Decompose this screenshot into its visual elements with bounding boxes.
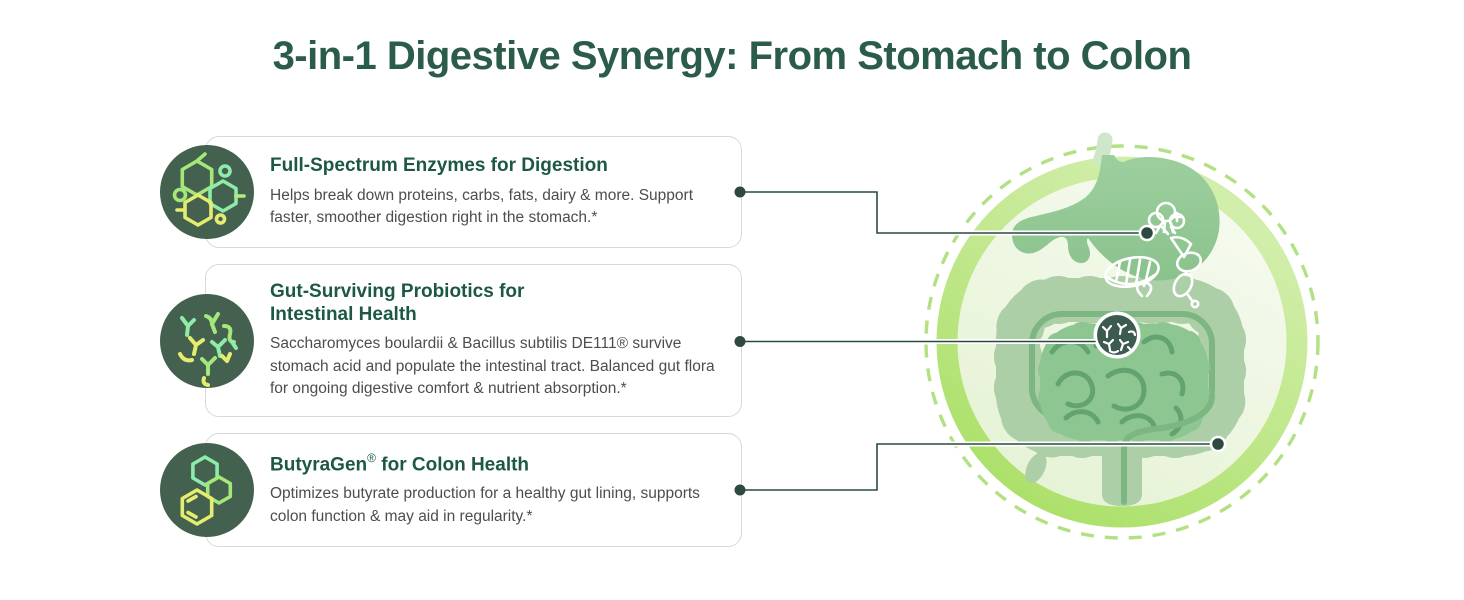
feature-card-description: Helps break down proteins, carbs, fats, … bbox=[270, 186, 694, 227]
feature-card-enzymes: Full-Spectrum Enzymes for Digestion Help… bbox=[160, 136, 742, 248]
rectum-line bbox=[1121, 393, 1215, 505]
egg-icon bbox=[1175, 251, 1203, 273]
food-icons bbox=[1104, 201, 1203, 309]
drumstick-icon bbox=[1172, 272, 1194, 298]
heart-icon bbox=[1135, 281, 1153, 298]
butyrate-molecule-icon bbox=[160, 443, 254, 537]
page-title: 3-in-1 Digestive Synergy: From Stomach t… bbox=[272, 34, 1192, 78]
feature-card-description: Saccharomyces boulardii & Bacillus subti… bbox=[270, 335, 715, 398]
feature-card-title: ButyraGen® for Colon Health bbox=[270, 450, 530, 476]
probiotics-badge bbox=[1093, 311, 1141, 359]
dashed-ring bbox=[924, 144, 1320, 540]
digestive-system-illustration bbox=[924, 132, 1320, 540]
esophagus bbox=[1093, 132, 1113, 166]
registered-trademark: ® bbox=[367, 450, 376, 465]
steak-icon bbox=[1104, 255, 1160, 289]
feature-card-butyragen: ButyraGen® for Colon Health Optimizes bu… bbox=[160, 433, 742, 547]
probiotics-icon bbox=[160, 293, 254, 388]
small-intestine bbox=[1038, 322, 1210, 442]
feature-card-description: Optimizes butyrate production for a heal… bbox=[270, 485, 700, 525]
feature-card-title: Full-Spectrum Enzymes for Digestion bbox=[270, 155, 608, 177]
enzyme-molecules-icon bbox=[160, 145, 254, 239]
